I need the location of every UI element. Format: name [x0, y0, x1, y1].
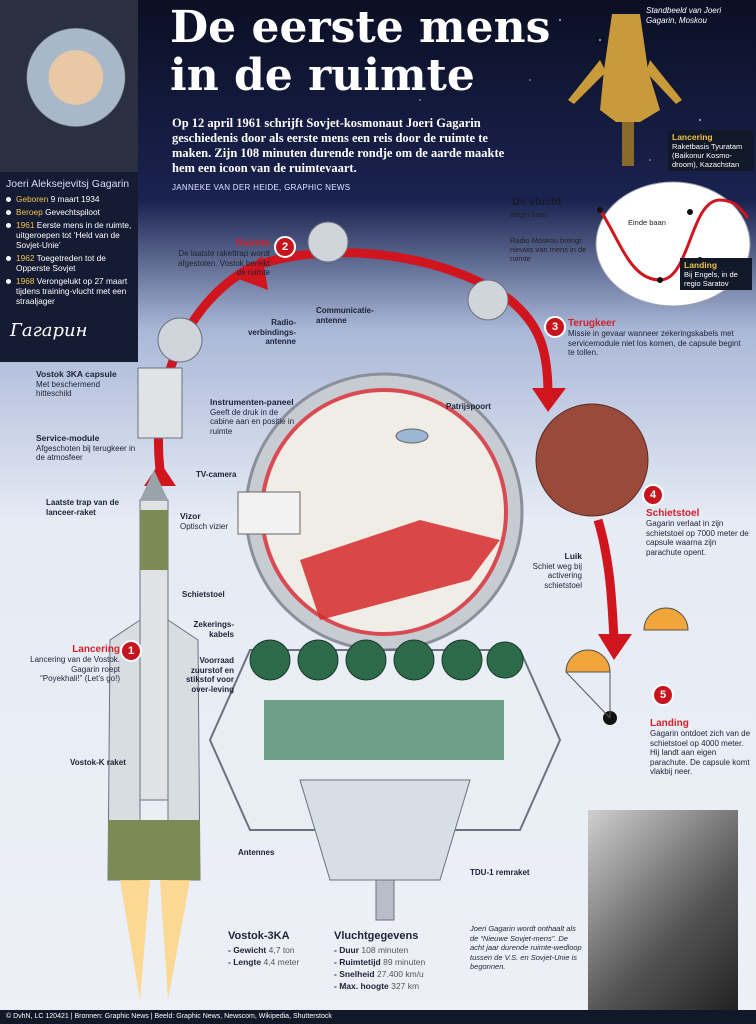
- label-panel-title: Instrumenten-paneel: [210, 397, 294, 407]
- step-title: Lancering: [72, 644, 120, 655]
- spec-row: - Max. hoogte 327 km: [334, 981, 420, 991]
- spec-row: - Lengte 4,4 meter: [228, 957, 300, 967]
- stars: [419, 19, 701, 161]
- label-antennas: Antennes: [238, 848, 275, 857]
- spec-row: - Ruimtetijd 89 minuten: [334, 957, 426, 967]
- step-title: Schietstoel: [646, 508, 700, 519]
- label-porthole: Patrijspoort: [446, 402, 491, 411]
- label-panel-desc: Geeft de druk in de cabine aan en positi…: [210, 407, 295, 436]
- parachutes: [565, 607, 689, 725]
- label-supply: Voorraad zuurstof en stikstof voor over-…: [185, 656, 234, 694]
- specs-craft-title: Vostok-3KA: [228, 930, 290, 942]
- label-seat: Schietstoel: [182, 590, 225, 599]
- step-title: Terugkeer: [568, 318, 616, 329]
- label-vizor-title: Vizor: [180, 511, 201, 521]
- arrow-head-return: [532, 388, 566, 412]
- step-desc: Gagarin verlaat in zijn schietstoel op 7…: [646, 519, 749, 557]
- step-title: Ruimte: [236, 238, 270, 249]
- byline: JANNEKE VAN DER HEIDE, GRAPHIC NEWS: [172, 183, 351, 192]
- signature: Гагарин: [10, 320, 88, 341]
- reception-photo: [588, 810, 738, 1010]
- map-title: De vlucht: [512, 196, 562, 208]
- label-capsule: Vostok 3KA capsule Met beschermend hitte…: [36, 369, 136, 399]
- specs-flight-title: Vluchtgegevens: [334, 930, 419, 942]
- label-rocket: Vostok-K raket: [70, 758, 126, 767]
- step-number-3: 3: [544, 316, 566, 338]
- label-service-desc: Afgeschoten bij terugkeer in de atmosfee…: [36, 443, 136, 463]
- step-number-4: 4: [642, 484, 664, 506]
- step-3: Terugkeer Missie in gevaar wanneer zeker…: [568, 318, 748, 358]
- map-launch: Lancering Raketbasis Tyuratam (Baikonur …: [668, 130, 754, 171]
- map-end: Einde baan: [628, 218, 666, 227]
- label-hatch-title: Luik: [564, 551, 582, 561]
- bio-name: Joeri Aleksejevitsj Gagarin: [6, 178, 130, 190]
- intro-text: Op 12 april 1961 schrijft Sovjet-kosmona…: [172, 116, 505, 175]
- label-service-title: Service-module: [36, 433, 100, 443]
- map-radio: Radio Moskou brengt nieuws van mens in d…: [510, 236, 587, 263]
- step-desc: Missie in gevaar wanneer zekeringskabels…: [568, 329, 741, 357]
- label-vizor: Vizor Optisch vizier: [180, 511, 240, 531]
- label-vizor-desc: Optisch vizier: [180, 521, 229, 531]
- label-radio-antenna: Radio-verbindings-antenne: [247, 318, 296, 346]
- spec-row: - Duur 108 minuten: [334, 945, 409, 955]
- bio-item: 1962 Toegetreden tot de Opperste Sovjet: [6, 253, 134, 273]
- spec-row: - Snelheid 27.400 km/u: [334, 969, 424, 979]
- label-panel: Instrumenten-paneel Geeft de druk in de …: [210, 397, 296, 436]
- statue: [568, 14, 682, 166]
- map-landing-title: Landing: [684, 260, 718, 270]
- step-number-1: 1: [120, 640, 142, 662]
- step-title: Landing: [650, 718, 689, 729]
- statue-caption: Standbeeld van Joeri Gagarin, Moskou: [646, 6, 722, 25]
- label-cables: Zekerings-kabels: [193, 620, 234, 639]
- gagarin-portrait: [0, 0, 138, 172]
- step-number-2: 2: [274, 236, 296, 258]
- page-title: De eerste mens in de ruimte: [170, 2, 551, 101]
- capsule-orbit-1: [307, 221, 349, 263]
- rocket-upper-stage: [137, 317, 203, 439]
- label-capsule-desc: Met beschermend hitteschild: [36, 379, 101, 399]
- map-launch-title: Lancering: [672, 132, 713, 142]
- specs-craft: Vostok-3KA - Gewicht 4,7 ton - Lengte 4,…: [228, 930, 328, 968]
- label-service: Service-module Afgeschoten bij terugkeer…: [36, 433, 136, 463]
- step-desc: Gagarin ontdoet zich van de schietstoel …: [650, 729, 751, 776]
- bio-item: Geboren 9 maart 1934: [6, 194, 134, 204]
- step-4: Schietstoel Gagarin verlaat in zijn schi…: [646, 508, 752, 557]
- step-5: Landing Gagarin ontdoet zich van de schi…: [650, 718, 752, 777]
- bio-item: Beroep Gevechtspiloot: [6, 207, 134, 217]
- bio-item: 1968 Verongelukt op 27 maart tijdens tra…: [6, 276, 134, 306]
- label-tdu: TDU-1 remraket: [470, 868, 530, 877]
- photo-caption: Joeri Gagarin wordt onthaalt als de “Nie…: [470, 924, 582, 971]
- step-desc: Lancering van de Vostok. Gagarin roept “…: [30, 655, 120, 683]
- bio-list: Geboren 9 maart 1934 Beroep Gevechtspilo…: [0, 194, 138, 306]
- label-last-stage: Laatste trap van de lanceer-raket: [46, 498, 119, 517]
- label-tv: TV-camera: [196, 470, 237, 479]
- arrow-head-space: [236, 256, 268, 290]
- step-2: Ruimte De laatste rakettrap wordt afgest…: [168, 238, 270, 278]
- bio-item: 1961 Eerste mens in de ruimte, uitgeroep…: [6, 220, 134, 250]
- specs-flight: Vluchtgegevens - Duur 108 minuten - Ruim…: [334, 930, 464, 992]
- label-capsule-title: Vostok 3KA capsule: [36, 369, 117, 379]
- step-desc: De laatste rakettrap wordt afgestoten. V…: [177, 249, 270, 277]
- map-landing: Landing Bij Engels, in de regio Saratov: [680, 258, 752, 290]
- map-landing-desc: Bij Engels, in de regio Saratov: [684, 270, 738, 288]
- spec-row: - Gewicht 4,7 ton: [228, 945, 295, 955]
- label-hatch: Luik Schiet weg bij activering schietsto…: [522, 551, 582, 590]
- bio-panel: Joeri Aleksejevitsj Gagarin Geboren 9 ma…: [0, 172, 138, 362]
- footer-credits: © DvhN, LC 120421 | Bronnen: Graphic New…: [0, 1010, 756, 1024]
- capsule-cutaway: [208, 372, 562, 921]
- step-number-5: 5: [652, 684, 674, 706]
- arrow-head-descent: [598, 634, 632, 660]
- map-begin: Begin baan: [510, 210, 548, 219]
- capsule-orbit-2: [467, 279, 509, 321]
- step-1: Lancering Lancering van de Vostok. Gagar…: [30, 644, 120, 684]
- map-launch-desc: Raketbasis Tyuratam (Baikonur Kosmo-droo…: [672, 142, 743, 169]
- label-hatch-desc: Schiet weg bij activering schietstoel: [532, 561, 582, 590]
- reentry-capsule: [535, 403, 649, 517]
- descent-path: [593, 518, 619, 641]
- vostok-rocket: [107, 470, 201, 1000]
- label-comm-antenna: Communicatie-antenne: [316, 306, 374, 325]
